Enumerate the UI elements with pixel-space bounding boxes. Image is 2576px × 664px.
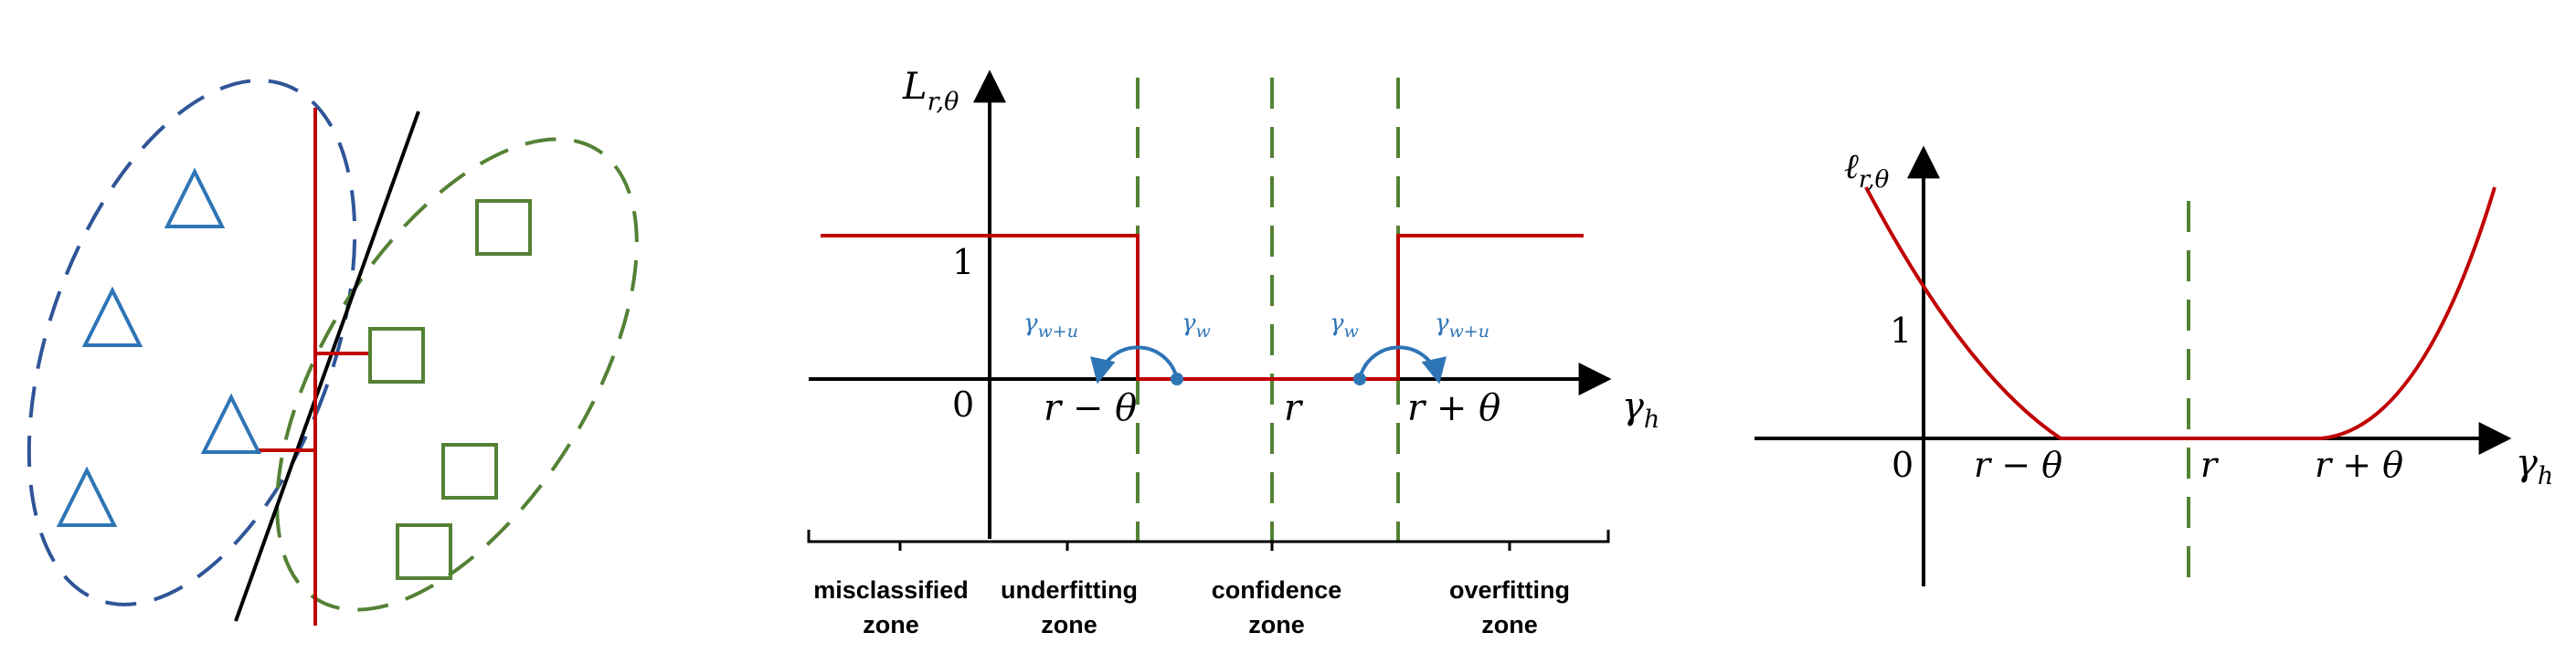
tick-label-r-plus-theta: r + θ xyxy=(1407,387,1500,429)
point-gamma-w-left xyxy=(1171,373,1183,385)
zone-label-underfitting: underfitting xyxy=(1001,576,1138,604)
tick-label-zero: 0 xyxy=(952,385,974,425)
zone-label-underfitting-zone: zone xyxy=(1041,611,1097,638)
triangle-marker xyxy=(164,167,226,228)
tick-label-one: 1 xyxy=(952,242,974,282)
left-panel xyxy=(27,79,639,626)
zone-label-misclassified-zone: zone xyxy=(863,611,919,638)
zone-label-confidence: confidence xyxy=(1212,576,1342,604)
tick-label-r: r xyxy=(2200,445,2220,485)
zone-label-misclassified: misclassified xyxy=(813,576,969,604)
y-axis-label: Lr,θ xyxy=(902,66,959,116)
square-cluster-ellipse xyxy=(275,137,639,612)
middle-panel: Lr,θ γh 1 0 r − θ r r + θ γw+u γw γw γw+… xyxy=(807,66,1659,638)
tick-label-r: r xyxy=(1284,387,1304,429)
tick-label-r-minus-theta: r − θ xyxy=(1974,445,2062,485)
square-marker xyxy=(396,523,452,580)
tick-label-one: 1 xyxy=(1890,311,1912,351)
triangle-marker xyxy=(200,393,262,454)
arc-right xyxy=(1358,345,1447,385)
zone-label-overfitting: overfitting xyxy=(1449,576,1570,604)
point-gamma-w-right xyxy=(1353,373,1366,385)
x-axis-label: γh xyxy=(2516,442,2553,490)
decision-boundary-line xyxy=(234,111,420,622)
x-axis-label: γh xyxy=(1622,385,1659,434)
triangle-marker xyxy=(81,286,143,347)
tick-label-r-minus-theta: r − θ xyxy=(1044,387,1137,429)
triangle-marker xyxy=(56,466,118,527)
zone-bracket xyxy=(807,530,1610,543)
tick-label-zero: 0 xyxy=(1892,445,1913,485)
triangle-cluster-ellipse xyxy=(27,79,357,606)
right-panel: ℓr,θ γh 1 0 r − θ r r + θ xyxy=(1754,145,2553,589)
gamma-w-u-right-label: γw+u xyxy=(1435,310,1489,342)
square-marker xyxy=(441,443,498,500)
zone-label-confidence-zone: zone xyxy=(1248,611,1305,638)
gamma-w-u-left-label: γw+u xyxy=(1023,310,1078,342)
gamma-w-left-label: γw xyxy=(1182,310,1211,342)
tick-label-r-plus-theta: r + θ xyxy=(2315,445,2403,485)
zone-label-overfitting-zone: zone xyxy=(1481,611,1538,638)
y-axis-label: ℓr,θ xyxy=(1844,146,1890,194)
square-marker xyxy=(475,199,532,256)
square-marker xyxy=(368,327,425,384)
arc-left xyxy=(1090,345,1179,385)
step-loss-curve xyxy=(821,234,1584,381)
gamma-w-right-label: γw xyxy=(1330,310,1359,342)
hinge-loss-curve xyxy=(1864,186,2496,440)
margin-connector-square xyxy=(313,352,370,365)
